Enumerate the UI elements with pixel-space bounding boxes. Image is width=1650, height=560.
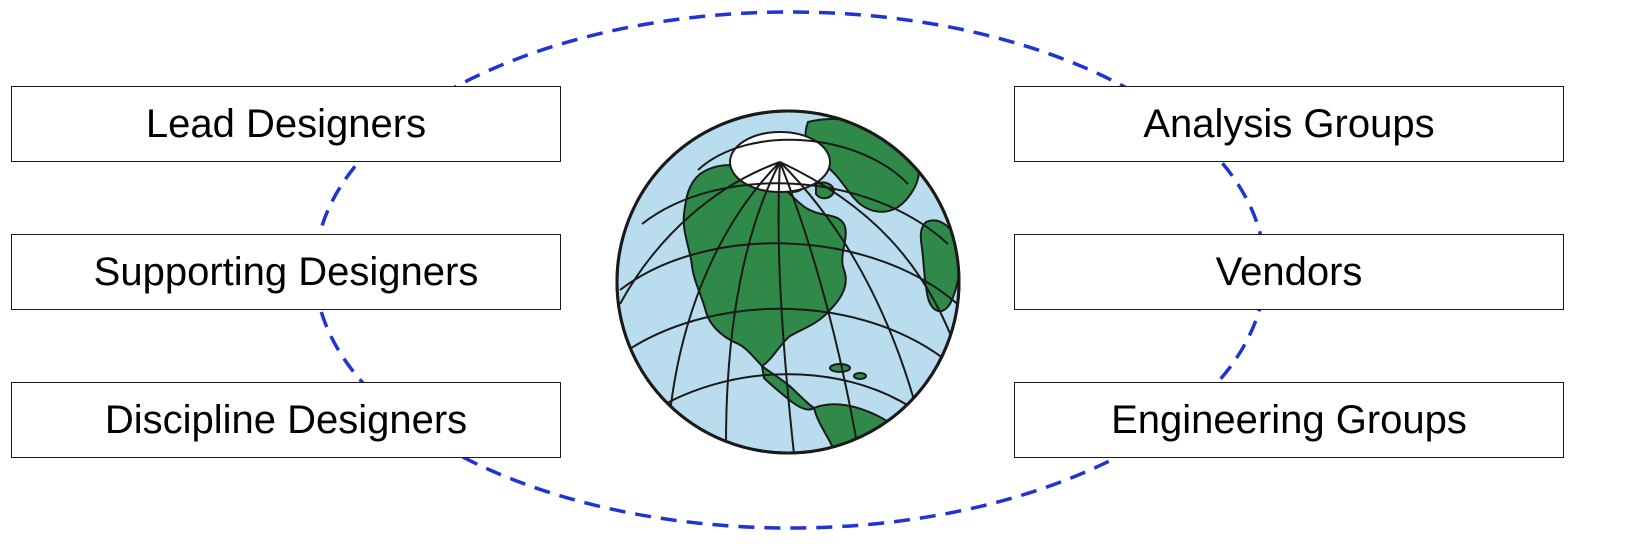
engineering-groups-box: Engineering Groups: [1014, 382, 1564, 458]
lead-designers-label: Lead Designers: [146, 102, 426, 147]
vendors-box: Vendors: [1014, 234, 1564, 310]
analysis-groups-box: Analysis Groups: [1014, 86, 1564, 162]
supporting-designers-box: Supporting Designers: [11, 234, 561, 310]
discipline-designers-box: Discipline Designers: [11, 382, 561, 458]
vendors-label: Vendors: [1216, 250, 1363, 295]
globe-icon: [608, 104, 968, 460]
engineering-groups-label: Engineering Groups: [1111, 398, 1467, 443]
supporting-designers-label: Supporting Designers: [94, 250, 479, 295]
lead-designers-box: Lead Designers: [11, 86, 561, 162]
analysis-groups-label: Analysis Groups: [1143, 102, 1434, 147]
discipline-designers-label: Discipline Designers: [105, 398, 467, 443]
